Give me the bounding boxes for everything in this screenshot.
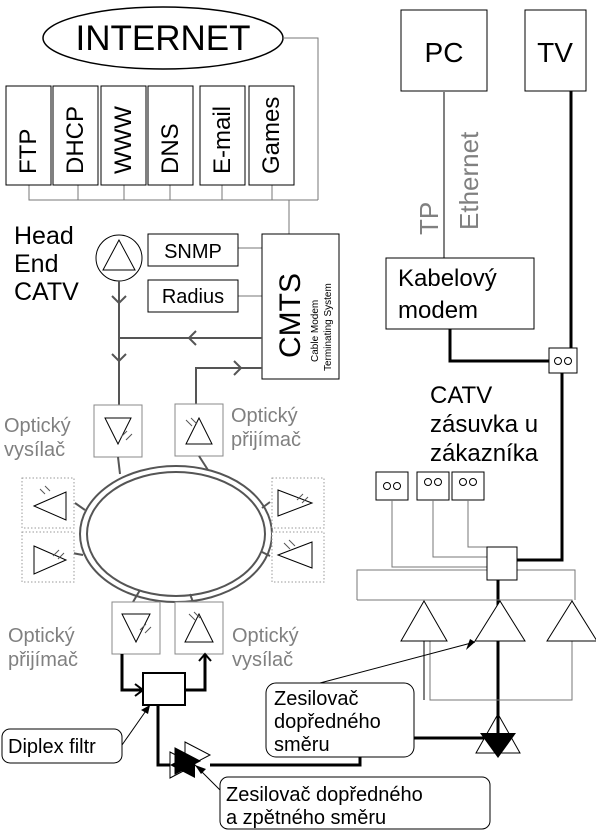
amp-both-callout — [219, 776, 491, 830]
service-label-games: Games — [258, 97, 285, 174]
tv-label: TV — [537, 37, 573, 68]
optical-receiver-top — [174, 403, 224, 457]
www-server-box — [100, 85, 147, 186]
optical-ring-outer — [79, 465, 273, 603]
service-boxes — [5, 85, 295, 186]
diplex-callout — [1, 728, 123, 764]
socket-sockets — [375, 471, 485, 501]
opticky-label-3: Optický — [8, 625, 75, 647]
ring-node-right-top — [271, 477, 325, 529]
svg-text:End: End — [14, 250, 58, 278]
ring-stubs — [71, 455, 271, 603]
ring-node-left-top — [21, 477, 75, 529]
vysilac-label-1: vysílač — [4, 439, 65, 461]
svg-text:směru: směru — [274, 734, 330, 756]
server-connections — [28, 37, 319, 297]
games-server-box — [248, 85, 295, 186]
return-path-lines — [195, 360, 262, 408]
svg-text:Zesilovač: Zesilovač — [274, 688, 358, 710]
vysilac-label-2: vysílač — [232, 649, 293, 671]
email-server-box — [199, 85, 246, 186]
headend-label: Head End CATV — [14, 222, 79, 306]
ethernet-label: Ethernet — [454, 131, 484, 230]
dns-server-box — [147, 85, 194, 186]
amp-forward-callout — [265, 682, 415, 758]
service-label-email: E-mail — [209, 106, 236, 174]
service-label-dns: DNS — [157, 123, 184, 174]
ring-node-right-bottom — [271, 531, 325, 583]
snmp-box — [147, 233, 239, 267]
amp-both-label: Zesilovač dopředného a zpětného směru — [226, 784, 423, 829]
svg-text:zákazníka: zákazníka — [430, 440, 539, 467]
dhcp-server-box — [52, 85, 99, 186]
svg-text:dopředného: dopředného — [274, 711, 381, 733]
optical-transmitter-bottom — [174, 601, 224, 655]
customer-thick-lines — [448, 91, 573, 562]
pc-label: PC — [425, 37, 464, 68]
service-label-www: WWW — [110, 106, 137, 174]
amp-forward-label: Zesilovač dopředného směru — [274, 688, 381, 756]
service-label-ftp: FTP — [15, 129, 42, 174]
ftp-server-box — [5, 85, 52, 186]
svg-text:a zpětného směru: a zpětného směru — [226, 807, 386, 829]
radius-box — [147, 279, 239, 313]
opticky-label-1: Optický — [4, 415, 71, 437]
svg-text:zásuvka u: zásuvka u — [430, 411, 538, 438]
svg-text:CATV: CATV — [14, 278, 79, 306]
optical-transmitter-top — [93, 404, 143, 458]
svg-text:CATV: CATV — [430, 382, 492, 409]
headend-source-icon — [95, 234, 143, 282]
opticky-label-2: Optický — [231, 405, 298, 427]
tv-box — [524, 9, 587, 92]
prijimac-label-1: přijímač — [231, 429, 301, 451]
optical-ring-inner — [86, 471, 266, 597]
optical-receiver-bottom — [111, 601, 161, 655]
tp-label: TP — [414, 202, 444, 235]
pc-box — [400, 9, 488, 92]
diplex-filter-box — [142, 672, 186, 706]
internet-label: INTERNET — [76, 19, 251, 58]
socket-thin-lines — [356, 500, 576, 701]
tap-splitter-box — [486, 546, 518, 581]
headend-forward-lines — [111, 281, 262, 410]
snmp-label: SNMP — [164, 241, 222, 263]
svg-text:Head: Head — [14, 222, 74, 250]
prijimac-label-2: přijímač — [8, 649, 78, 671]
service-label-dhcp: DHCP — [62, 106, 89, 174]
opticky-label-4: Optický — [232, 625, 299, 647]
ring-node-left-bottom — [21, 531, 75, 583]
cable-modem-label-1: Kabelový — [398, 265, 497, 292]
cmts-title: CMTS — [274, 273, 307, 358]
cmts-box — [261, 233, 340, 380]
headend-source-triangle — [102, 238, 136, 271]
catv-socket-label: CATV zásuvka u zákazníka — [430, 382, 539, 467]
cable-modem-box — [385, 257, 535, 330]
forward-amplifiers — [400, 599, 596, 700]
diplex-label: Diplex filtr — [8, 736, 96, 758]
cable-modem-label-2: modem — [398, 297, 478, 324]
svg-text:Zesilovač dopředného: Zesilovač dopředného — [226, 784, 423, 806]
catv-wall-socket — [548, 347, 578, 374]
cmts-subtitle-1: Cable Modem — [310, 300, 321, 362]
cmts-subtitle-2: Terminating System — [323, 283, 334, 371]
radius-label: Radius — [162, 286, 224, 308]
